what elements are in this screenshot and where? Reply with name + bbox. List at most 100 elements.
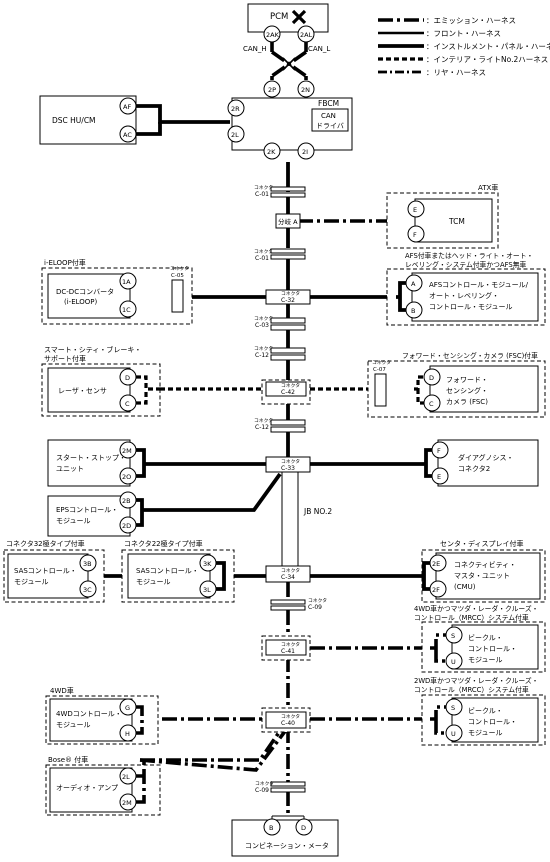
pin-label: S [451, 704, 455, 712]
legend-label: ：インテリア・ライトNo.2ハーネス [426, 55, 548, 64]
pin-label: 3K [203, 560, 212, 568]
sas32-pin-3b [79, 554, 97, 572]
combination-meter-module: コンビネーション・メータ B D [231, 818, 339, 857]
meter-pin-d [295, 818, 313, 836]
pin-label: C [125, 400, 130, 408]
connector-prefix: コネクタ [281, 567, 300, 574]
pin-label: C [429, 400, 434, 408]
meter-label: コンビネーション・メータ [245, 841, 329, 850]
tcm-pin-e [407, 200, 425, 218]
pin-label: E [437, 473, 441, 481]
pin-label: 1C [122, 306, 131, 314]
connector-label: C-09 [308, 604, 322, 611]
pin-label: H [125, 730, 130, 738]
vehicle2-pin-u [445, 724, 463, 742]
vehicle4-label: ビークル・ [468, 633, 503, 642]
connector-prefix: コネクタ [254, 345, 273, 352]
pin-label: 2R [231, 105, 240, 113]
vehicle4-label: コントロール・ [468, 645, 517, 653]
can-l-label: CAN_L [308, 45, 330, 53]
connector-c12-lower: コネクタ C-12 [254, 417, 306, 433]
connector-label: C-34 [281, 574, 295, 581]
eps-control-module: EPSコントロール・ モジュール 2B 2D [47, 491, 144, 537]
fsc-pin-d [423, 368, 441, 386]
pin-label: 2N [301, 86, 310, 94]
legend-label: ：エミッション・ハーネス [426, 16, 516, 25]
afs-control-module: AFS付車またはヘッド・ライト・オート・ レベリング・システム付車かつAFS無車… [386, 251, 546, 326]
legend-label: ：インストルメント・パネル・ハーネス [426, 42, 550, 51]
laser-condition: サポート付車 [44, 354, 86, 363]
diag-label: ダイアグノシス・ [458, 453, 514, 462]
connector-label: C-01 [255, 255, 269, 262]
break-x-icon [282, 57, 296, 71]
dsc-pin-af [119, 97, 137, 115]
eloop-pin-1c [119, 300, 137, 318]
legend-item-front: ：フロント・ハーネス [378, 29, 501, 38]
sas32-pin-3c [79, 580, 97, 598]
connector-prefix: コネクタ [254, 248, 273, 255]
pin-label: A [411, 280, 416, 288]
pin-label: 1A [122, 278, 131, 286]
afs-label: コントロール・モジュール [429, 303, 513, 311]
fsc-label: センシング・ [446, 386, 488, 395]
jb-no2: JB NO.2 [281, 471, 332, 567]
connector-c09-lower: コネクタ C-09 [255, 780, 306, 794]
cmu-condition: センタ・ディスプレイ付車 [440, 539, 524, 548]
bose-label: オーディオ・アンプ [56, 783, 118, 792]
connector-prefix: コネクタ [281, 382, 300, 389]
connector-label: C-12 [255, 424, 269, 431]
audio-amplifier-module: Bose® 付車 オーディオ・アンプ 2L 2M [45, 755, 161, 816]
pin-label: F [437, 447, 441, 455]
eloop-condition: i-ELOOP付車 [44, 258, 86, 267]
eloop-pin-1a [119, 272, 137, 290]
pin-label: E [413, 206, 417, 214]
pin-label: 3C [83, 586, 92, 594]
pin-label: 2I [302, 148, 308, 156]
connector-c40: コネクタ C-40 [261, 707, 311, 733]
fbcm-pin-2k [263, 142, 281, 160]
connector-label: C-41 [281, 648, 295, 655]
dsc-hu-cm-module: DSC HU/CM AF AC [39, 95, 137, 145]
connector-label: C-01 [255, 191, 269, 198]
sas-control-module-32pin: コネクタ32極タイプ付車 SASコントロール・ モジュール 3B 3C [3, 539, 105, 603]
pin-label: AC [123, 131, 132, 139]
fbcm-pin-2i [297, 142, 315, 160]
connector-c01-lower: コネクタ C-01 [254, 248, 306, 262]
can-driver-label: ドライバ [316, 122, 344, 130]
connector-prefix: コネクタ [281, 713, 300, 720]
wd4-condition: 4WD車 [50, 686, 74, 695]
dsc-pin-ac [119, 125, 137, 143]
afs-condition: レベリング・システム付車かつAFS無車 [405, 260, 527, 269]
connector-c42: コネクタ C-42 [261, 379, 311, 405]
pin-label: 2L [122, 773, 130, 781]
legend: ：エミッション・ハーネス ：フロント・ハーネス ：インストルメント・パネル・ハー… [378, 16, 550, 77]
connector-label: C-32 [281, 297, 295, 304]
connector-label: C-09 [255, 787, 269, 794]
pin-label: 2D [122, 522, 131, 530]
eps-label: モジュール [56, 517, 91, 525]
pin-label: 3B [83, 560, 92, 568]
eloop-label: (i-ELOOP) [64, 298, 98, 306]
tcm-pin-f [407, 225, 425, 243]
pin-label: G [125, 704, 130, 712]
pin-label: 2AL [300, 31, 313, 39]
vehicle-control-module-4wd: 4WD車かつマツダ・レーダ・クルーズ・ コントロール（MRCC）システム付車 ビ… [414, 604, 546, 673]
pcm-module: PCM 2AK 2AL CAN_H CAN_L [243, 3, 330, 71]
sscu-label: ユニット [56, 465, 84, 473]
sas32-condition: コネクタ32極タイプ付車 [6, 539, 85, 548]
connector-label: C-07 [373, 367, 386, 373]
tcm-condition: ATX車 [478, 183, 498, 192]
pin-label: AF [123, 103, 131, 111]
pin-label: 2E [432, 560, 440, 568]
branch-a: 分岐 A [275, 213, 301, 229]
vehicle4-pin-u [445, 652, 463, 670]
pin-label: S [451, 632, 455, 640]
sas32-label: SASコントロール・ [14, 567, 77, 575]
eps-label: EPSコントロール・ [56, 506, 118, 514]
diag-label: コネクタ2 [458, 464, 490, 473]
vehicle2-label: モジュール [468, 729, 503, 737]
start-stop-unit: スタート・ストップ・ ユニット 2M 2O [47, 439, 150, 487]
connector-label: C-33 [281, 465, 295, 472]
fbcm-label: FBCM [318, 99, 339, 108]
